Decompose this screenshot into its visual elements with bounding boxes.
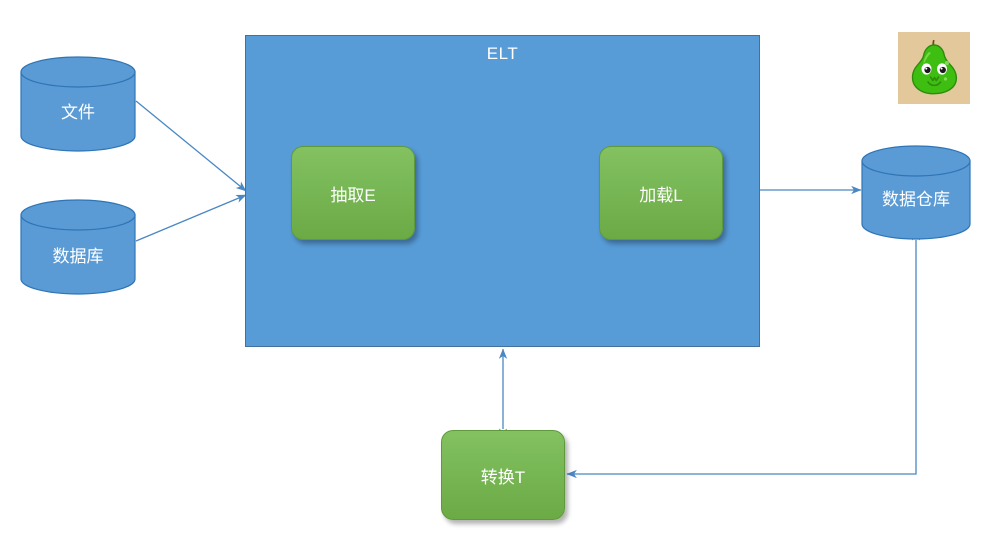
elt-container-title: ELT — [486, 44, 519, 63]
target-cylinder-warehouse[interactable]: 数据仓库 — [861, 145, 971, 240]
process-box-load[interactable]: 加载L — [599, 146, 723, 240]
process-box-transform[interactable]: 转换T — [441, 430, 565, 520]
process-label-transform: 转换T — [480, 467, 526, 487]
source-cylinder-file[interactable]: 文件 — [20, 56, 136, 152]
source-cylinder-database[interactable]: 数据库 — [20, 199, 136, 295]
edge-database-to-elt — [135, 194, 247, 242]
process-box-extract[interactable]: 抽取E — [291, 146, 415, 240]
pear-face-icon — [898, 32, 970, 104]
process-label-extract: 抽取E — [330, 185, 376, 205]
edge-file-to-elt — [135, 100, 247, 192]
process-label-load: 加载L — [639, 185, 683, 205]
